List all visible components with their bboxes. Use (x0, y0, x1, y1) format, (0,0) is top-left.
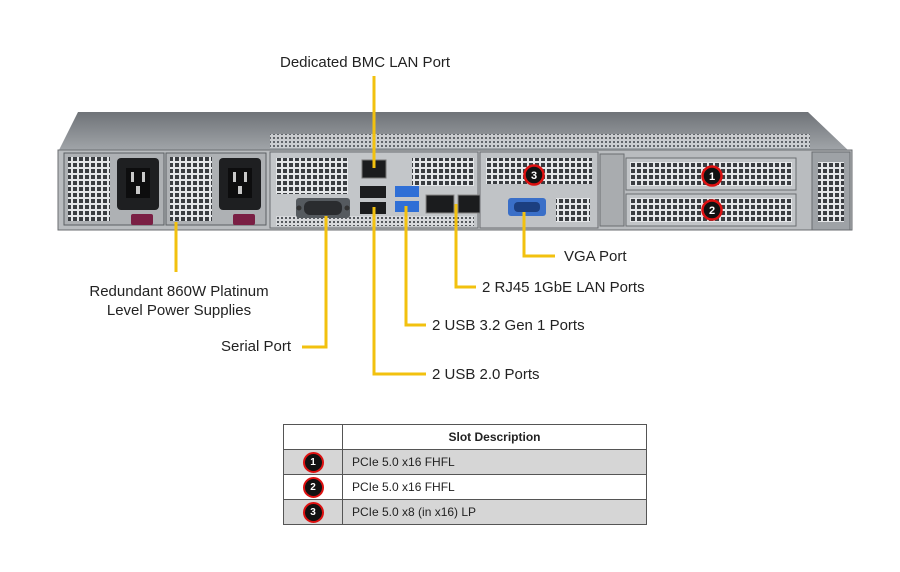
leader-vga (522, 212, 555, 258)
callout-label-3: 3 (531, 170, 537, 182)
label-serial-port: Serial Port (221, 338, 292, 355)
label-usb3-ports: 2 USB 3.2 Gen 1 Ports (432, 317, 585, 334)
callout-badge-3: 3 (523, 164, 545, 186)
slot-description-table: Slot Description 1 PCIe 5.0 x16 FHFL 2 P… (283, 424, 647, 525)
usb2-port-1 (360, 186, 386, 198)
table-row: 1 PCIe 5.0 x16 FHFL (283, 449, 647, 475)
callout-badge-1: 1 (701, 165, 723, 187)
callout-label-1: 1 (709, 171, 715, 183)
vga-port (508, 198, 546, 216)
slot-badge-1: 1 (302, 451, 324, 473)
rj45-port-1 (425, 194, 455, 214)
leader-usb2 (372, 207, 426, 376)
label-vga-port: VGA Port (564, 248, 627, 265)
label-power-supplies-line2: Level Power Supplies (106, 302, 252, 319)
slot-badge-2: 2 (302, 476, 324, 498)
table-header-slot-description: Slot Description (342, 424, 647, 450)
table-cell-slot-desc: PCIe 5.0 x16 FHFL (342, 474, 647, 500)
table-row: 2 PCIe 5.0 x16 FHFL (283, 474, 647, 500)
label-usb2-ports: 2 USB 2.0 Ports (432, 366, 540, 383)
table-cell-slot-number: 2 (283, 474, 343, 500)
label-power-supplies-line1: Redundant 860W Platinum (89, 283, 269, 300)
slot-badge-3: 3 (302, 501, 324, 523)
power-supply-1 (63, 152, 165, 226)
table-cell-slot-number: 3 (283, 499, 343, 525)
label-rj45-lan-ports: 2 RJ45 1GbE LAN Ports (482, 279, 645, 296)
lp-slot-vent-2 (556, 198, 590, 222)
leader-serial (302, 216, 328, 349)
io-vent-left (276, 158, 348, 194)
table-cell-slot-number: 1 (283, 449, 343, 475)
top-vent-strip (270, 134, 810, 148)
leader-lines (174, 76, 555, 376)
power-supply-2 (165, 152, 267, 226)
callout-label-2: 2 (709, 205, 715, 217)
table-cell-slot-desc: PCIe 5.0 x16 FHFL (342, 449, 647, 475)
table-row: 3 PCIe 5.0 x8 (in x16) LP (283, 499, 647, 525)
callout-badge-2: 2 (701, 199, 723, 221)
table-header-row: Slot Description (283, 424, 647, 450)
usb3-port-1 (395, 186, 419, 197)
table-header-blank (283, 424, 343, 450)
serial-port (296, 198, 350, 218)
label-bmc-lan-port: Dedicated BMC LAN Port (280, 54, 451, 71)
table-cell-slot-desc: PCIe 5.0 x8 (in x16) LP (342, 499, 647, 525)
leader-lan (454, 204, 476, 289)
io-vent-mid (412, 158, 474, 186)
leader-usb3 (404, 206, 426, 327)
